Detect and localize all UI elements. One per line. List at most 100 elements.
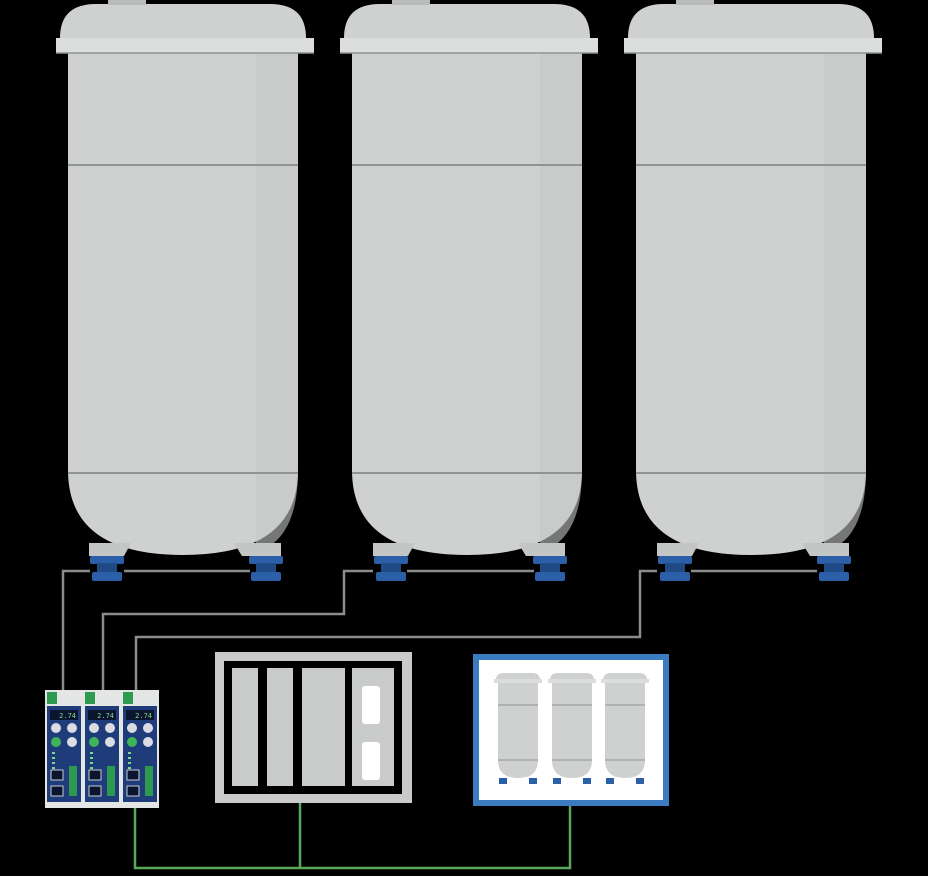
weight-transmitters: 2.74 2.74 2.74 xyxy=(45,690,159,808)
tank-lid xyxy=(60,4,306,38)
plc-module-1 xyxy=(232,668,258,786)
hmi-tank-rim xyxy=(548,679,596,683)
sensor-cable-tank-3 xyxy=(134,569,817,690)
transmitter-terminal xyxy=(107,766,115,796)
transmitter-port xyxy=(50,769,64,781)
hmi-tank-body xyxy=(552,682,592,778)
load-cell-1 xyxy=(658,556,692,581)
tank-lid xyxy=(628,4,874,38)
transmitter-button xyxy=(89,723,99,733)
tank-bracket-left xyxy=(657,543,699,556)
hmi-tank-1 xyxy=(494,673,542,784)
load-cell-2 xyxy=(817,556,851,581)
transmitter-button xyxy=(67,723,77,733)
hmi-tank-load-cell xyxy=(553,778,561,784)
transmitter-button xyxy=(51,737,61,747)
tank-bracket-right xyxy=(234,543,281,556)
tank-1 xyxy=(56,0,314,581)
tank-body xyxy=(352,52,582,555)
hmi-tank-2 xyxy=(548,673,596,784)
plc-module-2 xyxy=(267,668,293,786)
transmitter-led xyxy=(52,752,55,754)
transmitter-display xyxy=(126,710,154,720)
tank-shade xyxy=(824,52,866,552)
transmitter-reading: 2.74 xyxy=(135,712,152,720)
network-cable-bus xyxy=(133,803,572,870)
tank-rim xyxy=(624,38,882,53)
transmitter-button xyxy=(127,723,137,733)
transmitter-logo xyxy=(85,692,95,704)
plc-indicator xyxy=(362,686,380,724)
hmi-tank-lid xyxy=(496,673,540,680)
tank-shade xyxy=(540,52,582,552)
transmitter-logo xyxy=(123,692,133,704)
transmitter-port xyxy=(126,769,140,781)
tank-rim xyxy=(340,38,598,53)
tank-body xyxy=(68,52,298,555)
tank-shade xyxy=(256,52,298,552)
transmitter-button xyxy=(127,737,137,747)
plc-module-3 xyxy=(302,668,345,786)
transmitter-display xyxy=(88,710,116,720)
hmi-tank-3 xyxy=(601,673,649,784)
tank-vent xyxy=(108,0,146,5)
transmitter-port xyxy=(88,769,102,781)
hmi-tank-rim xyxy=(494,679,542,683)
tanks xyxy=(56,0,882,581)
transmitter-terminal xyxy=(69,766,77,796)
tank-vent xyxy=(676,0,714,5)
transmitter-port xyxy=(50,785,64,797)
load-cell-2 xyxy=(249,556,283,581)
load-cell-2 xyxy=(533,556,567,581)
hmi-tank-load-cell xyxy=(583,778,591,784)
tank-vent xyxy=(392,0,430,5)
transmitter-button xyxy=(143,737,153,747)
transmitter-led xyxy=(90,762,93,764)
load-cell-1 xyxy=(374,556,408,581)
tank-lid xyxy=(344,4,590,38)
tank-bracket-right xyxy=(802,543,849,556)
transmitter-led xyxy=(128,752,131,754)
tank-bracket-left xyxy=(89,543,131,556)
load-cell-1 xyxy=(90,556,124,581)
transmitter-led xyxy=(128,762,131,764)
hmi-screen xyxy=(473,654,669,806)
transmitter-port xyxy=(126,785,140,797)
sensor-cables xyxy=(61,569,817,690)
transmitter-button xyxy=(89,737,99,747)
transmitter-button xyxy=(105,723,115,733)
hmi-tank-rim xyxy=(601,679,649,683)
tank-body xyxy=(636,52,866,555)
sensor-cable-tank-1 xyxy=(61,569,250,690)
transmitter-led xyxy=(52,767,55,769)
hmi-tank-lid xyxy=(550,673,594,680)
transmitter-terminal xyxy=(145,766,153,796)
plc-slots xyxy=(232,668,394,786)
tank-bracket-left xyxy=(373,543,415,556)
transmitter-1: 2.74 xyxy=(45,690,83,808)
transmitter-button xyxy=(105,737,115,747)
transmitter-logo xyxy=(47,692,57,704)
hmi-tank-load-cell xyxy=(529,778,537,784)
transmitter-button xyxy=(51,723,61,733)
transmitter-led xyxy=(128,757,131,759)
transmitter-led xyxy=(52,762,55,764)
hmi-tank-load-cell xyxy=(606,778,614,784)
transmitter-led xyxy=(52,757,55,759)
sensor-cable-tank-2 xyxy=(101,569,534,690)
hmi-tank-load-cell xyxy=(636,778,644,784)
tank-2 xyxy=(340,0,598,581)
transmitter-led xyxy=(128,767,131,769)
transmitter-reading: 2.74 xyxy=(97,712,114,720)
transmitter-button xyxy=(67,737,77,747)
transmitter-port xyxy=(88,785,102,797)
plc-rack xyxy=(215,652,412,803)
tank-bracket-right xyxy=(518,543,565,556)
tank-rim xyxy=(56,38,314,53)
plc-indicator xyxy=(362,742,380,780)
transmitter-button xyxy=(143,723,153,733)
transmitter-display xyxy=(50,710,78,720)
transmitter-3: 2.74 xyxy=(121,690,159,808)
tank-3 xyxy=(624,0,882,581)
